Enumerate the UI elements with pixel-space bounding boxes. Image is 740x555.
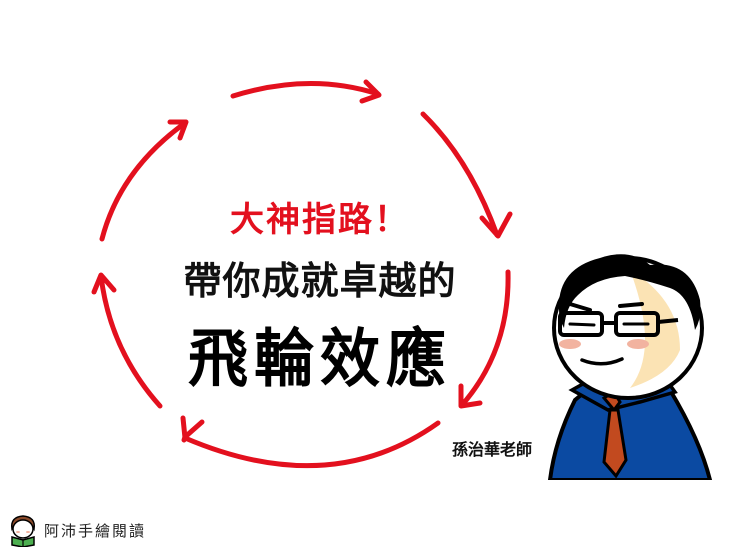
arrow-left-lower-icon <box>91 272 163 409</box>
arrow-bottom-icon <box>180 415 441 469</box>
brand-logo: 阿沛手繪閱讀 <box>8 512 146 548</box>
arrow-left-upper-icon <box>99 119 189 242</box>
arrow-top-icon <box>230 79 382 104</box>
tagline: 大神指路！ <box>230 200 410 240</box>
arrow-top-right-icon <box>420 111 513 239</box>
author-name: 孫治華老師 <box>452 440 533 459</box>
main-title: 飛輪效應 <box>188 322 452 397</box>
teacher-illustration <box>547 254 713 480</box>
brand-name: 阿沛手繪閱讀 <box>44 521 147 540</box>
girl-reading-icon <box>10 515 36 547</box>
arrow-right-lower-icon <box>458 269 511 409</box>
subtitle: 帶你成就卓越的 <box>183 259 457 303</box>
